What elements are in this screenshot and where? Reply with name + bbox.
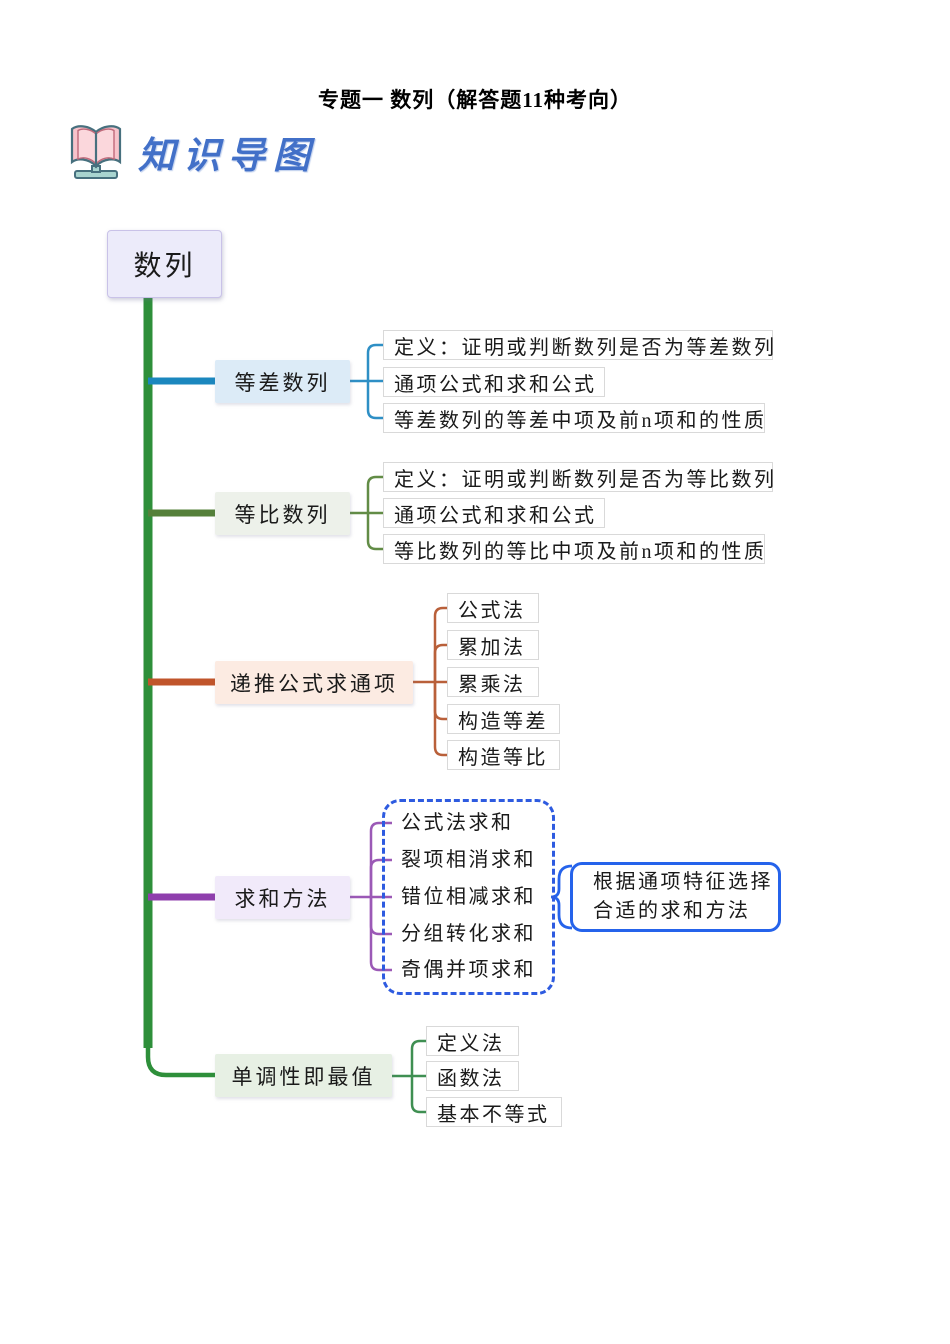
note-line-1: 根据通项特征选择: [593, 871, 773, 893]
leaf-monotonic-function: 函数法: [426, 1061, 519, 1091]
section-header-label: 知识导图: [138, 136, 318, 177]
branch-monotonic-bracket: [392, 1039, 427, 1114]
root-node: 数列: [107, 230, 222, 298]
leaf-arithmetic-properties: 等差数列的等差中项及前n项和的性质: [383, 403, 765, 433]
item-summation-telescoping: 裂项相消求和: [401, 849, 536, 871]
item-summation-formula: 公式法求和: [401, 812, 514, 834]
leaf-monotonic-inequality: 基本不等式: [426, 1097, 562, 1127]
summation-note-callout: 根据通项特征选择 合适的求和方法: [570, 862, 781, 932]
branch-summation-bracket: [350, 821, 392, 972]
branch-recursive-bracket: [413, 606, 449, 757]
item-summation-grouping: 分组转化求和: [401, 923, 536, 945]
branch-arithmetic-bracket: [350, 343, 384, 420]
leaf-recursive-multiplication: 累乘法: [447, 667, 539, 697]
leaf-recursive-accumulation: 累加法: [447, 630, 539, 660]
item-summation-parity: 奇偶并项求和: [401, 959, 536, 981]
leaf-arithmetic-definition: 定义：证明或判断数列是否为等差数列: [383, 330, 774, 360]
note-line-2: 合适的求和方法: [593, 900, 751, 922]
branch-geometric-bracket: [350, 475, 384, 551]
item-summation-dislocation: 错位相减求和: [401, 886, 536, 908]
page-title: 专题一 数列（解答题11种考向）: [317, 88, 633, 112]
section-header: 知识导图: [68, 122, 318, 182]
leaf-recursive-construct-arith: 构造等差: [447, 704, 560, 734]
leaf-arithmetic-formulas: 通项公式和求和公式: [383, 367, 605, 397]
leaf-geometric-properties: 等比数列的等比中项及前n项和的性质: [383, 534, 765, 564]
branch-node-summation: 求和方法: [215, 876, 350, 919]
leaf-recursive-construct-geo: 构造等比: [447, 740, 560, 770]
leaf-geometric-definition: 定义：证明或判断数列是否为等比数列: [383, 462, 774, 492]
note-brace: [550, 864, 573, 930]
leaf-monotonic-definition: 定义法: [426, 1026, 519, 1056]
branch-node-monotonic: 单调性即最值: [215, 1054, 392, 1097]
branch-node-geometric: 等比数列: [215, 492, 350, 535]
leaf-geometric-formulas: 通项公式和求和公式: [383, 498, 605, 528]
branch-node-recursive: 递推公式求通项: [215, 661, 413, 704]
book-icon: [70, 125, 122, 179]
branch-node-arithmetic: 等差数列: [215, 360, 350, 403]
trunk-bottom-curve: [145, 1044, 220, 1078]
leaf-recursive-formula-method: 公式法: [447, 593, 539, 623]
summation-methods-group: [382, 799, 555, 995]
